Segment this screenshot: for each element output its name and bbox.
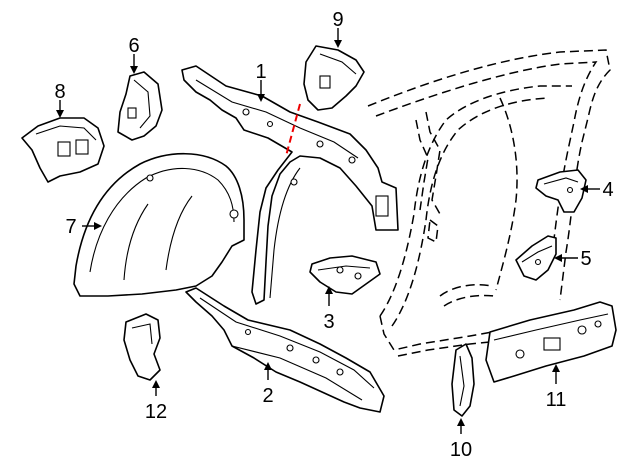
- callout-12: 12: [145, 401, 167, 423]
- part-7-inner-wheelhouse: [73, 152, 245, 297]
- callout-labels: 1 2 3 4 5 6 7 8 9 10 11 12: [54, 9, 613, 461]
- cut-line: [285, 103, 301, 157]
- callout-5: 5: [580, 248, 591, 270]
- callout-7: 7: [65, 216, 76, 238]
- part-2-lower-rail: [185, 287, 385, 413]
- callout-11: 11: [546, 389, 567, 411]
- part-11-rocker-panel: [485, 301, 617, 383]
- part-6-bracket: [117, 71, 163, 141]
- callout-9: 9: [332, 9, 343, 31]
- part-9-bracket: [303, 45, 365, 111]
- part-8-panel: [21, 117, 105, 183]
- part-5-bracket: [515, 235, 557, 281]
- callout-3: 3: [323, 311, 334, 333]
- callout-1: 1: [255, 61, 266, 83]
- callout-8: 8: [54, 81, 65, 103]
- part-10-bracket: [451, 343, 475, 417]
- part-4-bracket: [535, 169, 587, 213]
- part-1-wheelhouse-rail: [181, 65, 399, 305]
- part-12-bracket: [123, 313, 161, 381]
- callout-4: 4: [602, 179, 613, 201]
- leader-lines: [56, 28, 600, 434]
- part-3-bracket: [309, 255, 381, 295]
- callout-2: 2: [262, 385, 273, 407]
- callout-6: 6: [128, 35, 139, 57]
- callout-10: 10: [450, 439, 472, 461]
